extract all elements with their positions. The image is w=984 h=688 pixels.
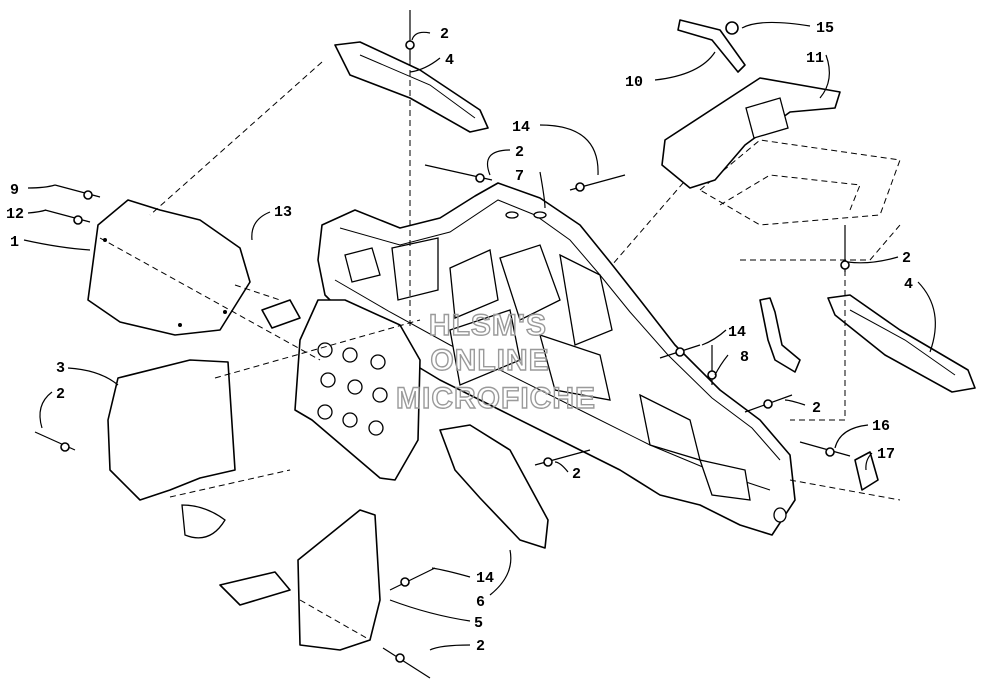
perforated-plate	[294, 299, 421, 481]
callout-3: 3	[56, 360, 65, 377]
rail-part-4-right	[827, 294, 976, 393]
callout-14: 14	[728, 324, 746, 341]
cover-part-3	[107, 359, 236, 539]
callout-15: 15	[816, 20, 834, 37]
callout-4: 4	[445, 52, 454, 69]
rail-part-4-left	[334, 41, 489, 133]
callout-14: 14	[476, 570, 494, 587]
callout-8: 8	[740, 349, 749, 366]
watermark-line-3: MICROFICHE	[396, 382, 596, 415]
callout-7: 7	[515, 168, 524, 185]
frame-part-7	[317, 182, 796, 536]
alignment-lines	[99, 60, 901, 641]
callout-9: 9	[10, 182, 19, 199]
bolts	[34, 10, 851, 679]
callout-11: 11	[806, 50, 824, 67]
watermark-line-2: ONLINE	[430, 344, 549, 377]
chassis-outline	[611, 139, 901, 266]
watermark: HLSM'S ONLINE MICROFICHE	[395, 308, 596, 415]
callout-2: 2	[515, 144, 524, 161]
watermark-line-1: HLSM'S	[429, 309, 547, 342]
callout-2: 2	[476, 638, 485, 655]
callout-17: 17	[877, 446, 895, 463]
callout-4: 4	[904, 276, 913, 293]
cover-part-1	[87, 199, 251, 336]
callout-1: 1	[10, 234, 19, 251]
callout-6: 6	[476, 594, 485, 611]
callout-2: 2	[572, 466, 581, 483]
panel-part-5	[219, 509, 381, 651]
callout-2: 2	[56, 386, 65, 403]
callout-labels: 2 4 15 10 11 14 2 7 9 12 13 1 2 4 3 14 8…	[6, 20, 913, 655]
panel-part-6	[439, 424, 549, 549]
callout-2: 2	[902, 250, 911, 267]
clip-bracket	[261, 299, 301, 329]
callout-16: 16	[872, 418, 890, 435]
callout-5: 5	[474, 615, 483, 632]
wire-connector	[759, 297, 801, 373]
callout-10: 10	[625, 74, 643, 91]
tab-part-17	[854, 451, 879, 491]
callout-2: 2	[812, 400, 821, 417]
callout-leaders	[23, 21, 936, 651]
bracket-part-11	[661, 19, 841, 189]
callout-12: 12	[6, 206, 24, 223]
callout-13: 13	[274, 204, 292, 221]
callout-2: 2	[440, 26, 449, 43]
callout-14: 14	[512, 119, 530, 136]
